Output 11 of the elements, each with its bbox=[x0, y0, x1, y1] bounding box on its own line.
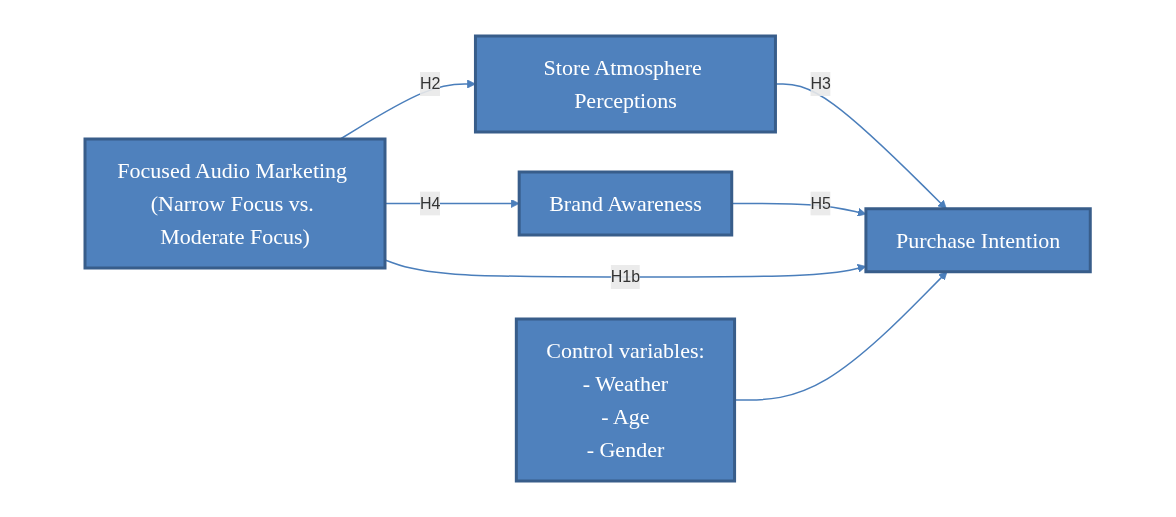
edge-label: H1b bbox=[611, 268, 641, 285]
edge-label: H3 bbox=[810, 75, 832, 92]
edge-label: H5 bbox=[810, 194, 832, 212]
node-box: Focused Audio Marketing (Narrow Focus vs. Moderate Focus) bbox=[83, 137, 387, 270]
arrow bbox=[734, 271, 948, 401]
node-box: Control variables: - Weather - Age - Gender bbox=[515, 317, 737, 483]
node-box: Purchase Intention bbox=[864, 207, 1093, 274]
node-box: Store Atmosphere Perceptions bbox=[474, 34, 778, 134]
edge-label: H2 bbox=[420, 75, 441, 92]
edge-label: H4 bbox=[420, 194, 441, 212]
node-box: Brand Awareness bbox=[518, 170, 734, 237]
